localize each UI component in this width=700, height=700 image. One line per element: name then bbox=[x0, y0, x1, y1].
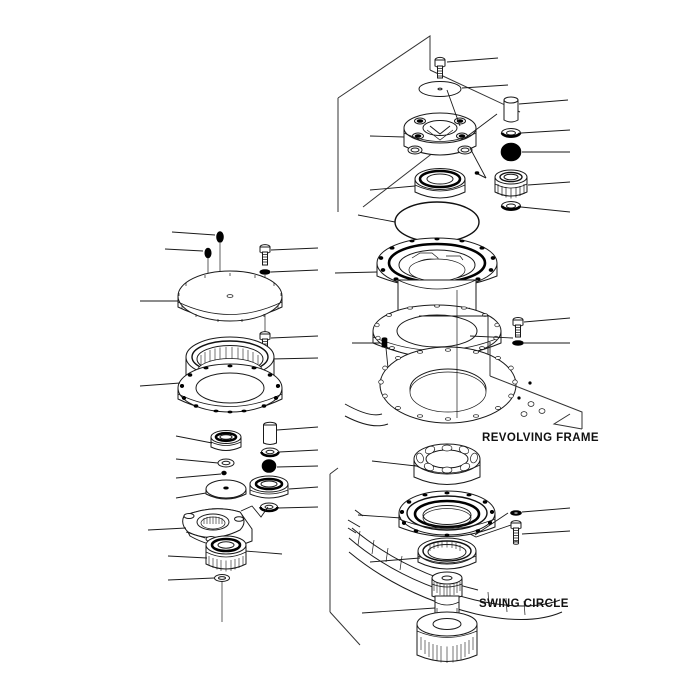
bearing-race-bolt-holes bbox=[399, 491, 495, 537]
leader-tapered-bearing bbox=[369, 185, 416, 191]
frame-plate-bolt-holes bbox=[378, 348, 518, 421]
part-washer-lower bbox=[500, 201, 522, 211]
leader-hub-flange bbox=[369, 135, 405, 138]
part-tapered-bearing bbox=[414, 168, 466, 199]
part-washer-left-col-1 bbox=[260, 447, 280, 458]
leader-washer-housing-lower bbox=[270, 357, 319, 360]
part-nut bbox=[494, 169, 528, 199]
part-bolt-swing bbox=[510, 520, 522, 545]
part-ring-gear-housing bbox=[177, 336, 283, 414]
part-roller-cage-bearing bbox=[413, 443, 481, 485]
leader-pin-small bbox=[175, 473, 222, 479]
leader-washer-plate-upper bbox=[270, 269, 319, 273]
leader-o-ring-1 bbox=[175, 458, 219, 464]
leader-washer-upper bbox=[520, 129, 571, 134]
leader-bolt-to-race bbox=[469, 524, 512, 538]
leader-bolt-swing bbox=[521, 530, 571, 535]
leader-zigzag-bracket bbox=[240, 505, 269, 518]
part-washer-left-col-2 bbox=[259, 502, 279, 513]
part-bolt-flange-right bbox=[512, 317, 524, 338]
part-revolving-frame-plate bbox=[378, 346, 546, 424]
leader-mounting-bracket bbox=[147, 527, 187, 531]
leader-thrust-washer-disc bbox=[175, 492, 207, 499]
leader-plug-top bbox=[171, 231, 216, 236]
leader-washer-swing bbox=[521, 507, 571, 513]
leader-washer-left-col-2 bbox=[277, 506, 319, 509]
part-bolt-flange-left bbox=[381, 337, 388, 348]
leader-spacer-pin bbox=[518, 99, 569, 105]
cover-plate-bolt-marks bbox=[178, 273, 282, 322]
leader-inner-race-ring bbox=[369, 557, 421, 563]
part-cover-plate-left bbox=[177, 270, 283, 322]
leader-o-ring-large bbox=[357, 214, 396, 223]
part-washer-flange-right bbox=[512, 340, 524, 346]
part-bolt-plate-upper bbox=[259, 244, 271, 266]
leader-washer-to-race bbox=[474, 512, 509, 536]
leader-roller-cage bbox=[371, 460, 417, 467]
leader-nut bbox=[527, 181, 571, 186]
leader-washer-lower bbox=[520, 206, 571, 213]
caption-swing-circle: SWING CIRCLE bbox=[479, 598, 569, 610]
frame-arc-left-2 bbox=[344, 415, 389, 427]
leader-tapered-roller-bearing bbox=[167, 555, 208, 559]
leader-small-pin bbox=[469, 147, 487, 179]
part-cover-plate-disc bbox=[418, 81, 462, 97]
part-swing-bearing-race bbox=[398, 490, 496, 537]
leader-bearing-collar bbox=[175, 435, 213, 444]
part-small-pin bbox=[474, 171, 487, 179]
ring-gear-bolt-holes bbox=[179, 364, 281, 414]
part-seal-plug bbox=[500, 142, 522, 162]
part-washer-swing bbox=[510, 510, 522, 516]
leader-bolt-top bbox=[446, 57, 499, 63]
revolving-frame-outline-lower bbox=[489, 342, 583, 430]
part-thrust-washer-disc bbox=[205, 479, 247, 500]
part-hub-flange bbox=[403, 112, 477, 156]
part-tapered-roller-bearing-bottom bbox=[205, 535, 247, 572]
part-o-ring-1 bbox=[217, 458, 235, 468]
part-spacer-left-col bbox=[263, 421, 277, 445]
part-spacer-pin bbox=[503, 96, 519, 123]
leader-cover-plate bbox=[461, 84, 509, 89]
leader-spacer-left-col bbox=[276, 426, 319, 431]
part-bolt-top bbox=[434, 56, 446, 79]
leader-bearing-left-col bbox=[288, 486, 319, 490]
leader-o-ring-3 bbox=[167, 577, 215, 581]
leader-plug-second bbox=[164, 248, 204, 252]
leader-swing-bearing-race bbox=[357, 514, 402, 519]
part-bearing-left-col bbox=[249, 475, 289, 499]
part-inner-race-ring bbox=[417, 537, 477, 570]
left-lower-frame-outline bbox=[329, 467, 361, 646]
part-splined-pinion-shaft bbox=[416, 571, 478, 663]
leader-washer-left-col-1 bbox=[278, 449, 319, 453]
leader-plate-to-hub bbox=[446, 89, 461, 127]
leader-splined-shaft bbox=[361, 607, 436, 614]
part-bearing-collar bbox=[210, 430, 242, 451]
caption-revolving-frame: REVOLVING FRAME bbox=[482, 432, 599, 444]
leader-bolt-plate-upper bbox=[270, 247, 319, 251]
leader-bolt-housing-lower bbox=[270, 335, 319, 339]
leader-upper-bearing-flange bbox=[334, 271, 378, 274]
leader-spacer-to-hub bbox=[464, 113, 498, 139]
leader-ring-gear-housing bbox=[139, 382, 181, 387]
part-washer-upper bbox=[500, 128, 522, 138]
leader-bolt-flange-right bbox=[523, 317, 571, 323]
part-seal-left-col bbox=[261, 459, 277, 473]
frame-arc-left-1 bbox=[344, 403, 383, 416]
leader-o-ring-2 bbox=[244, 550, 283, 555]
part-pin-small bbox=[221, 470, 227, 476]
part-o-ring-3 bbox=[214, 574, 230, 622]
leader-seal-left-col bbox=[276, 465, 319, 468]
leader-washer-to-flange bbox=[469, 335, 514, 339]
